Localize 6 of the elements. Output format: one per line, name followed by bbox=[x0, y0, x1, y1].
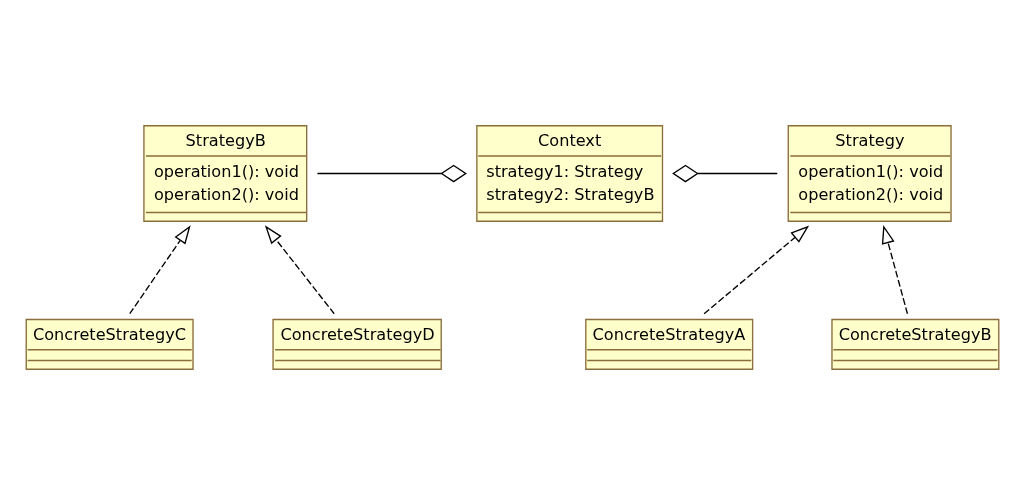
connector bbox=[671, 164, 778, 182]
arrow bbox=[702, 225, 809, 314]
arrow bbox=[881, 224, 908, 314]
connector bbox=[316, 164, 467, 182]
arrow bbox=[128, 224, 191, 314]
arrow bbox=[264, 224, 335, 314]
